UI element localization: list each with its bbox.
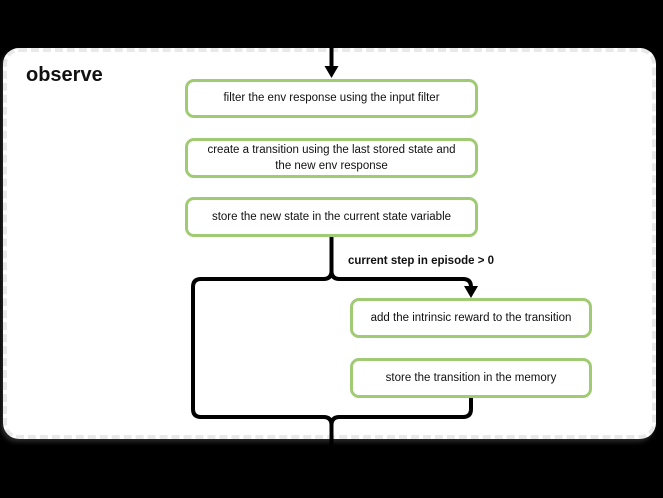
node-add-intrinsic-reward: add the intrinsic reward to the transiti… (350, 298, 592, 338)
entry-arrowhead-icon (324, 66, 339, 78)
connector-condition-branch (329, 270, 473, 289)
node-filter-env-response: filter the env response using the input … (185, 79, 478, 118)
node-create-transition: create a transition using the last store… (185, 138, 478, 178)
connector-left-loop (191, 270, 334, 451)
branch-arrowhead-icon (464, 286, 478, 298)
node-store-transition-memory: store the transition in the memory (350, 358, 592, 398)
panel-title: observe (26, 64, 103, 86)
node-store-new-state: store the new state in the current state… (185, 197, 478, 237)
connector-branch-return (329, 398, 473, 451)
condition-label: current step in episode > 0 (348, 255, 495, 267)
